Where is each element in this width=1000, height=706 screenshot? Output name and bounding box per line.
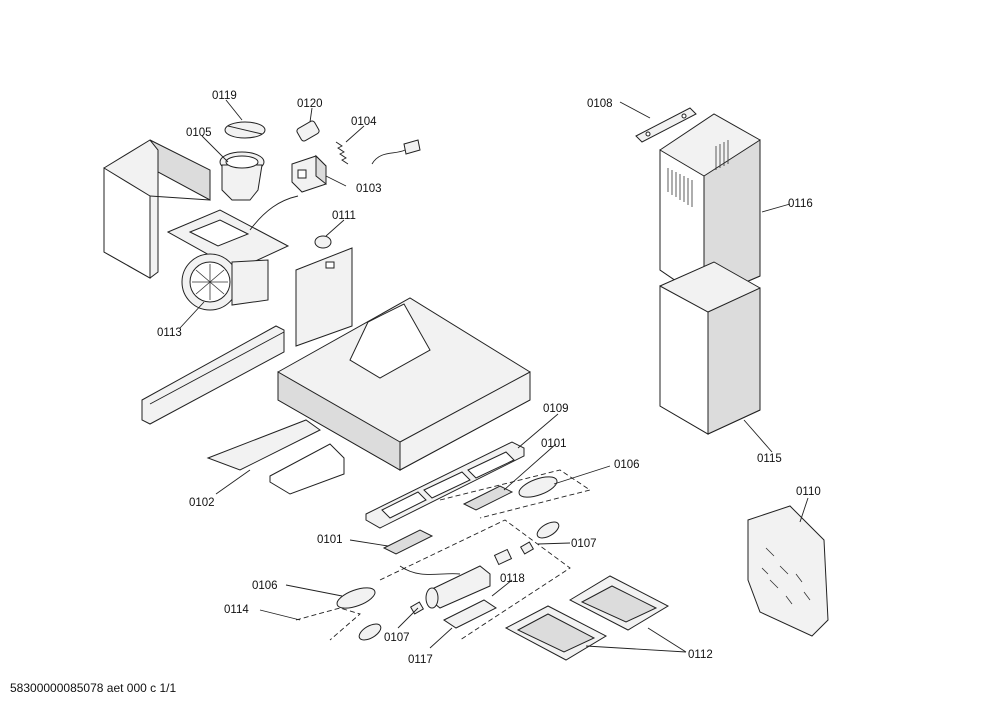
part-0101-lamp-cover-a	[462, 485, 514, 511]
label-0112: 0112	[688, 649, 713, 661]
label-0115: 0115	[757, 453, 782, 465]
part-0120-capacitor	[296, 120, 320, 142]
mounting-rail	[141, 325, 285, 425]
rear-housing-panel	[103, 139, 211, 279]
label-0106-upper: 0106	[614, 459, 640, 471]
part-0103-switch-box	[291, 154, 327, 193]
part-0107-bulb-a	[519, 521, 560, 555]
power-plug	[371, 139, 421, 165]
part-0117-connector	[443, 599, 497, 629]
part-0119-cap	[224, 121, 266, 139]
part-0111-knob	[314, 235, 332, 249]
part-0118-transformer	[399, 548, 513, 609]
label-0108: 0108	[587, 98, 613, 110]
part-0102-plate	[206, 419, 345, 495]
label-0107-lower: 0107	[384, 632, 410, 644]
label-0111: 0111	[332, 210, 356, 222]
part-0115-lower-chimney	[659, 261, 761, 435]
part-0106-lamp-holder-b	[336, 587, 376, 609]
part-0105-outlet	[219, 151, 265, 201]
label-0101-upper: 0101	[541, 438, 567, 450]
part-0106-lamp-holder-a	[518, 476, 558, 498]
label-0110: 0110	[796, 486, 821, 498]
leader-lines	[179, 99, 809, 653]
label-0101-lower: 0101	[317, 534, 343, 546]
label-0114: 0114	[224, 604, 249, 616]
control-plate	[295, 247, 353, 347]
label-0117: 0117	[408, 654, 433, 666]
part-0107-bulb-b	[358, 601, 425, 641]
label-0116: 0116	[788, 198, 813, 210]
label-0103: 0103	[356, 183, 382, 195]
label-0107-right: 0107	[571, 538, 597, 550]
part-0109-filter-frame	[365, 441, 525, 529]
part-0104-spring	[335, 141, 349, 165]
part-0112-filter-b	[504, 605, 608, 661]
part-0101-lamp-cover-b	[382, 529, 434, 555]
label-0106-lower: 0106	[252, 580, 278, 592]
drawing-number-footer: 58300000085078 aet 000 c 1/1	[10, 681, 176, 695]
part-0113-blower-motor	[166, 195, 299, 311]
label-0118: 0118	[500, 573, 525, 585]
label-0109: 0109	[543, 403, 569, 415]
label-0119: 0119	[212, 90, 237, 102]
part-0112-filter-a	[568, 575, 670, 631]
label-0104: 0104	[351, 116, 377, 128]
part-labels: 0119 0120 0104 0105 0103 0111 0113 0108 …	[157, 90, 821, 666]
label-0120: 0120	[297, 98, 323, 110]
part-0108-bracket	[635, 107, 697, 143]
hood-canopy	[277, 297, 531, 471]
part-0110-accessory-bag	[747, 505, 829, 637]
label-0102: 0102	[189, 497, 215, 509]
label-0113: 0113	[157, 327, 182, 339]
lighting-assembly-outline	[295, 469, 592, 641]
label-0105: 0105	[186, 127, 212, 139]
part-0116-upper-chimney	[659, 113, 761, 301]
